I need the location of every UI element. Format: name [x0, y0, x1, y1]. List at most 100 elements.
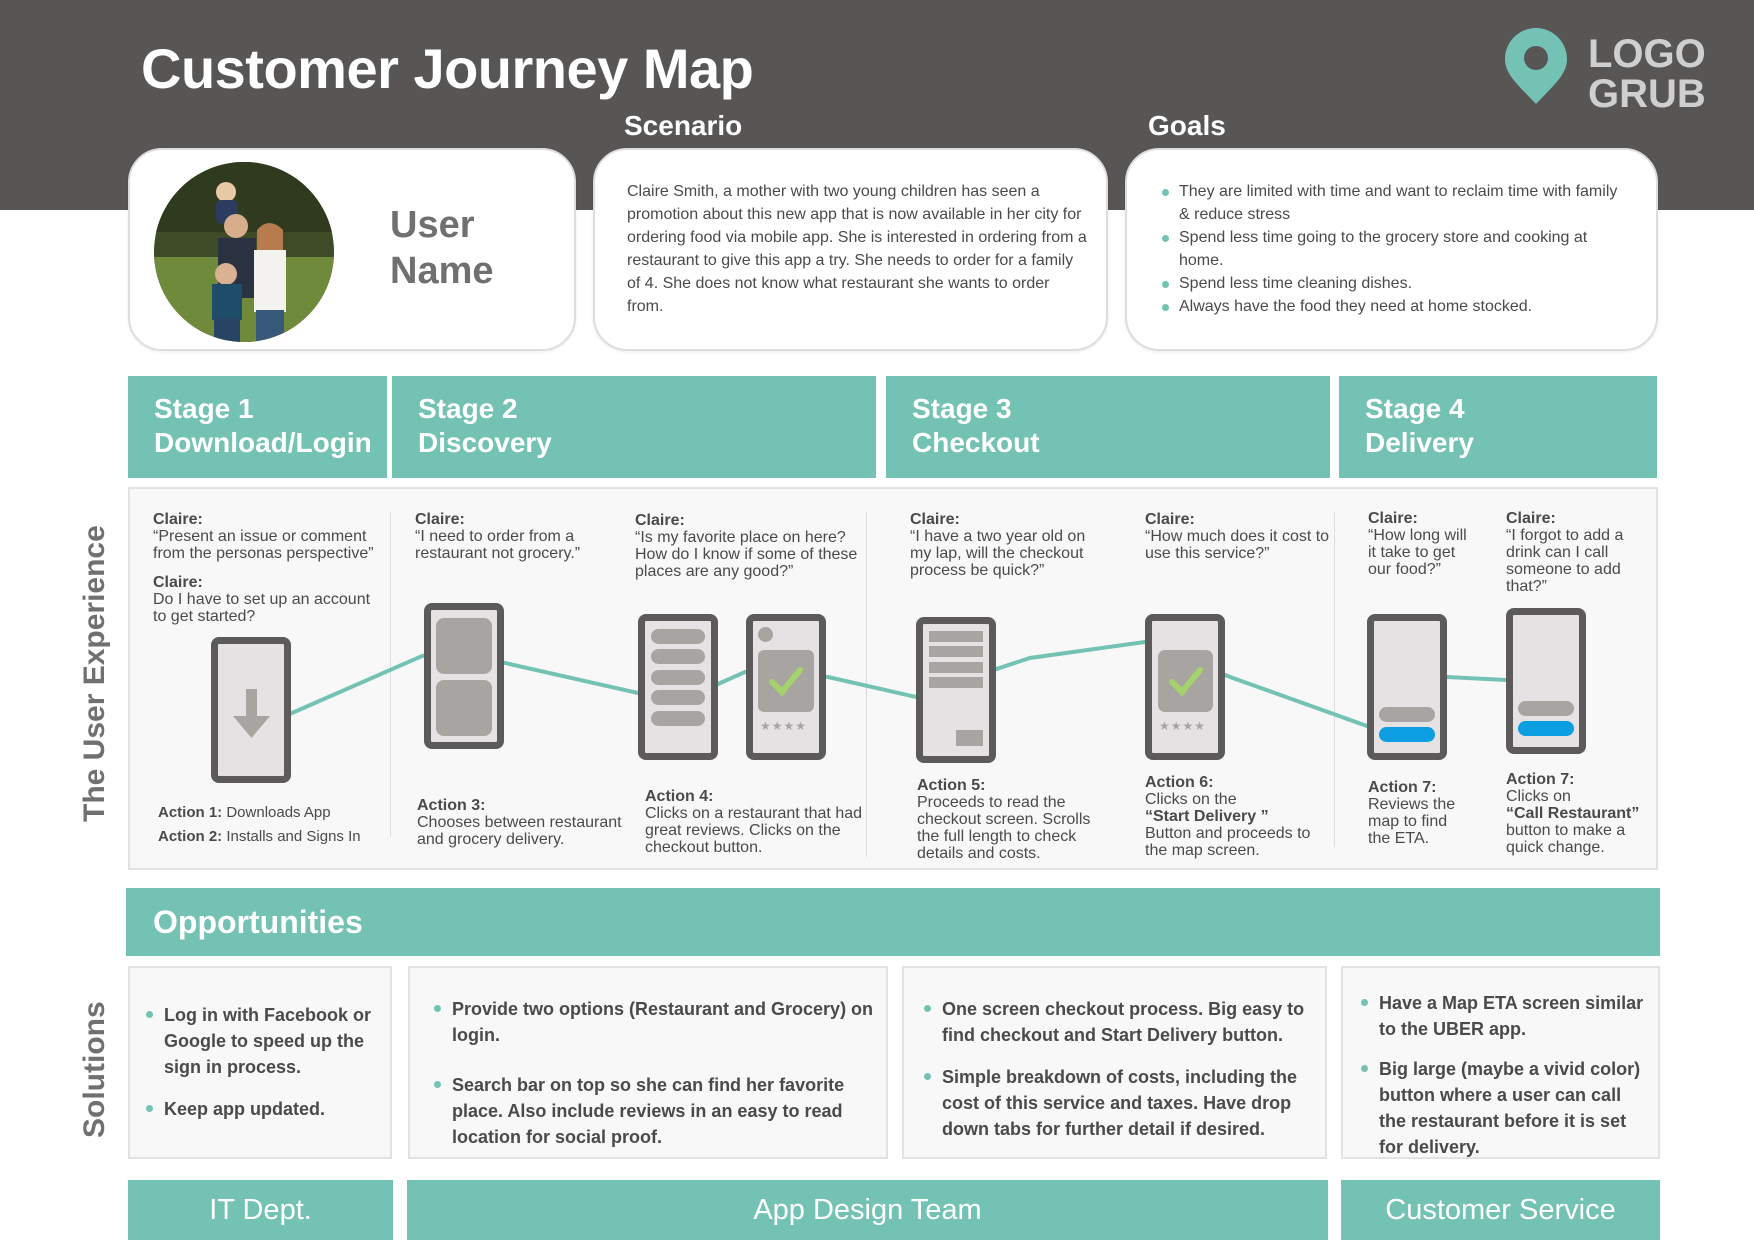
quote-speaker: Claire:: [1506, 510, 1556, 527]
persona-quote: Claire: “How long will it take to get ou…: [1368, 510, 1478, 578]
stage-name: Discovery: [418, 427, 552, 458]
action-label: Action 7:: [1368, 779, 1437, 796]
action-3: Action 3:Chooses between restaurant and …: [417, 797, 637, 848]
list-row: [651, 649, 705, 664]
action-emphasis: “Start Delivery ”: [1145, 808, 1269, 825]
action-label: Action 3:: [417, 797, 486, 814]
avatar-dot: [758, 627, 773, 642]
action-label: Action 4:: [645, 788, 714, 805]
solution-item: Big large (maybe a vivid color) button w…: [1361, 1056, 1653, 1160]
action-text: Chooses between restaurant and grocery d…: [417, 814, 622, 848]
persona-quote: Claire: “I need to order from a restaura…: [415, 511, 615, 562]
persona-quote: Claire: “How much does it cost to use th…: [1145, 511, 1335, 562]
action-text: Proceeds to read the checkout screen. Sc…: [917, 794, 1091, 862]
grocery-option-block: [436, 680, 492, 736]
stage-divider: [1334, 512, 1335, 847]
stage-name: Download/Login: [154, 427, 372, 458]
logo-text: LOGO GRUB: [1588, 34, 1706, 114]
action-text: Clicks on: [1506, 788, 1571, 805]
stage-header-3: Stage 3 Checkout: [886, 376, 1330, 478]
scenario-label: Scenario: [624, 110, 743, 141]
ux-row-label: The User Experience: [78, 525, 111, 822]
action-label: Action 6:: [1145, 774, 1214, 791]
action-emphasis: “Call Restaurant”: [1506, 805, 1640, 822]
list-screen: [638, 614, 718, 760]
team-it-dept: IT Dept.: [128, 1180, 393, 1240]
quote-speaker: Claire:: [1145, 511, 1195, 528]
solution-list: Provide two options (Restaurant and Groc…: [434, 996, 884, 1164]
stage-name: Checkout: [912, 427, 1040, 458]
review-screen: ★★★★: [746, 614, 826, 760]
goals-card: They are limited with time and want to r…: [1125, 148, 1658, 351]
stage-header-1: Stage 1 Download/Login: [128, 376, 387, 478]
confirmation-card: [1158, 650, 1213, 712]
action-label: Action 7:: [1506, 771, 1575, 788]
list-row: [651, 629, 705, 644]
action-label: Action 5:: [917, 777, 986, 794]
checkout-line: [929, 646, 983, 657]
solution-card-1: Log in with Facebook or Google to speed …: [128, 966, 392, 1159]
team-customer-service: Customer Service: [1341, 1180, 1660, 1240]
action-label: Action 1:: [158, 804, 223, 821]
stage-number: Stage 1: [154, 393, 254, 424]
logo-line-2: GRUB: [1588, 72, 1706, 116]
quote-text: “I forgot to add a drink can I call some…: [1506, 527, 1624, 595]
list-row: [651, 711, 705, 726]
solutions-row-label: Solutions: [78, 1001, 111, 1138]
action-1: Action 1: Downloads App: [158, 804, 388, 821]
action-6: Action 6: Clicks on the “Start Delivery …: [1145, 774, 1315, 859]
quote-text: “How long will it take to get our food?”: [1368, 527, 1467, 578]
persona-quote: Claire: “Present an issue or comment fro…: [153, 511, 393, 562]
action-text: Installs and Signs In: [226, 828, 361, 845]
star-rating-icon: ★★★★: [760, 719, 808, 733]
cta-button: [1379, 727, 1435, 742]
goals-label: Goals: [1148, 110, 1226, 141]
action-text: Reviews the map to find the ETA.: [1368, 796, 1456, 847]
solution-card-3: One screen checkout process. Big easy to…: [902, 966, 1327, 1159]
goal-item: Always have the food they need at home s…: [1159, 295, 1629, 318]
quote-text: “Is my favorite place on here? How do I …: [635, 529, 858, 580]
quote-speaker: Claire:: [153, 511, 203, 528]
quote-speaker: Claire:: [415, 511, 465, 528]
opportunities-header: Opportunities: [126, 888, 1660, 956]
scenario-card: Claire Smith, a mother with two young ch…: [593, 148, 1108, 351]
action-label: Action 2:: [158, 828, 223, 845]
solution-item: Simple breakdown of costs, including the…: [924, 1064, 1324, 1142]
confirm-screen: ★★★★: [1145, 614, 1225, 760]
user-name-line-1: User: [390, 204, 475, 246]
eta-bar: [1379, 707, 1435, 722]
restaurant-card: [758, 650, 814, 712]
action-text: Downloads App: [226, 804, 331, 821]
action-text: Clicks on a restaurant that had great re…: [645, 805, 863, 856]
team-app-design: App Design Team: [407, 1180, 1328, 1240]
stage-number: Stage 2: [418, 393, 518, 424]
checkmark-icon: [1169, 667, 1203, 697]
solution-list: Have a Map ETA screen similar to the UBE…: [1361, 990, 1653, 1174]
user-name: User Name: [390, 202, 494, 294]
solution-item: Log in with Facebook or Google to speed …: [146, 1002, 386, 1080]
action-7b: Action 7: Clicks on “Call Restaurant” bu…: [1506, 771, 1646, 856]
persona-quote: Claire: “Is my favorite place on here? H…: [635, 512, 875, 580]
goals-list: They are limited with time and want to r…: [1159, 180, 1629, 318]
action-text: Clicks on the: [1145, 791, 1237, 808]
persona-quote: Claire: “I forgot to add a drink can I c…: [1506, 510, 1631, 595]
stage-header-2: Stage 2 Discovery: [392, 376, 876, 478]
quote-speaker: Claire:: [910, 511, 960, 528]
checkout-line: [929, 662, 983, 673]
checkout-button: [956, 730, 983, 746]
user-name-line-2: Name: [390, 250, 494, 292]
persona-quote: Claire: “I have a two year old on my lap…: [910, 511, 1110, 579]
action-text: Button and proceeds to the map screen.: [1145, 825, 1311, 859]
list-row: [651, 670, 705, 685]
goal-item: Spend less time cleaning dishes.: [1159, 272, 1629, 295]
quote-text: “Present an issue or comment from the pe…: [153, 528, 374, 562]
quote-text: “I need to order from a restaurant not g…: [415, 528, 581, 562]
logo: LOGO GRUB: [1505, 28, 1725, 118]
solution-card-2: Provide two options (Restaurant and Groc…: [408, 966, 888, 1159]
stage-header-4: Stage 4 Delivery: [1339, 376, 1657, 478]
action-2: Action 2: Installs and Signs In: [158, 828, 388, 845]
map-eta-screen: [1367, 614, 1447, 760]
download-arrow-icon: [233, 689, 270, 738]
stage-number: Stage 3: [912, 393, 1012, 424]
action-text: button to make a quick change.: [1506, 822, 1626, 856]
